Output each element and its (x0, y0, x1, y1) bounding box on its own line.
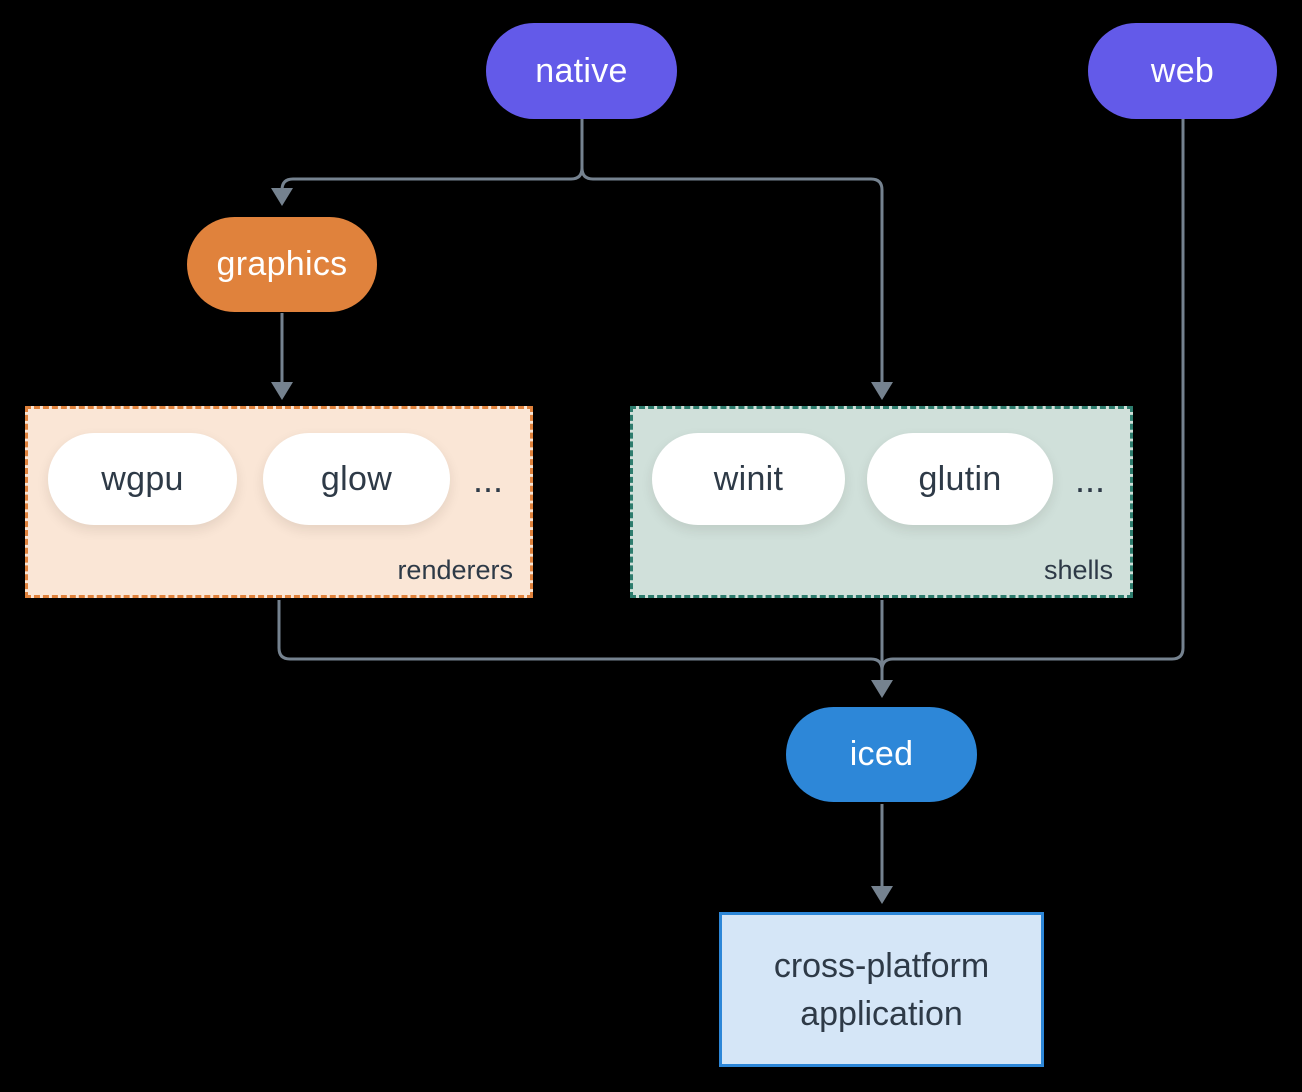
edge-native-to-shells (580, 119, 893, 400)
renderers-ellipsis: ... (472, 459, 503, 500)
group-shells-label: shells (1043, 555, 1113, 585)
edge-renderers-to-junction (277, 600, 884, 671)
node-iced: iced (786, 707, 977, 802)
node-cross-platform-application: cross-platform application (719, 912, 1044, 1067)
shells-ellipsis: ... (1074, 459, 1105, 500)
node-wgpu: wgpu (48, 433, 237, 525)
group-renderers-label: renderers (397, 555, 513, 585)
node-glow: glow (263, 433, 450, 525)
node-native: native (486, 23, 677, 119)
node-glutin: glutin (867, 433, 1053, 525)
edge-native-to-graphics (271, 119, 584, 206)
node-graphics: graphics (187, 217, 377, 312)
node-web: web (1088, 23, 1277, 119)
node-winit: winit (652, 433, 845, 525)
